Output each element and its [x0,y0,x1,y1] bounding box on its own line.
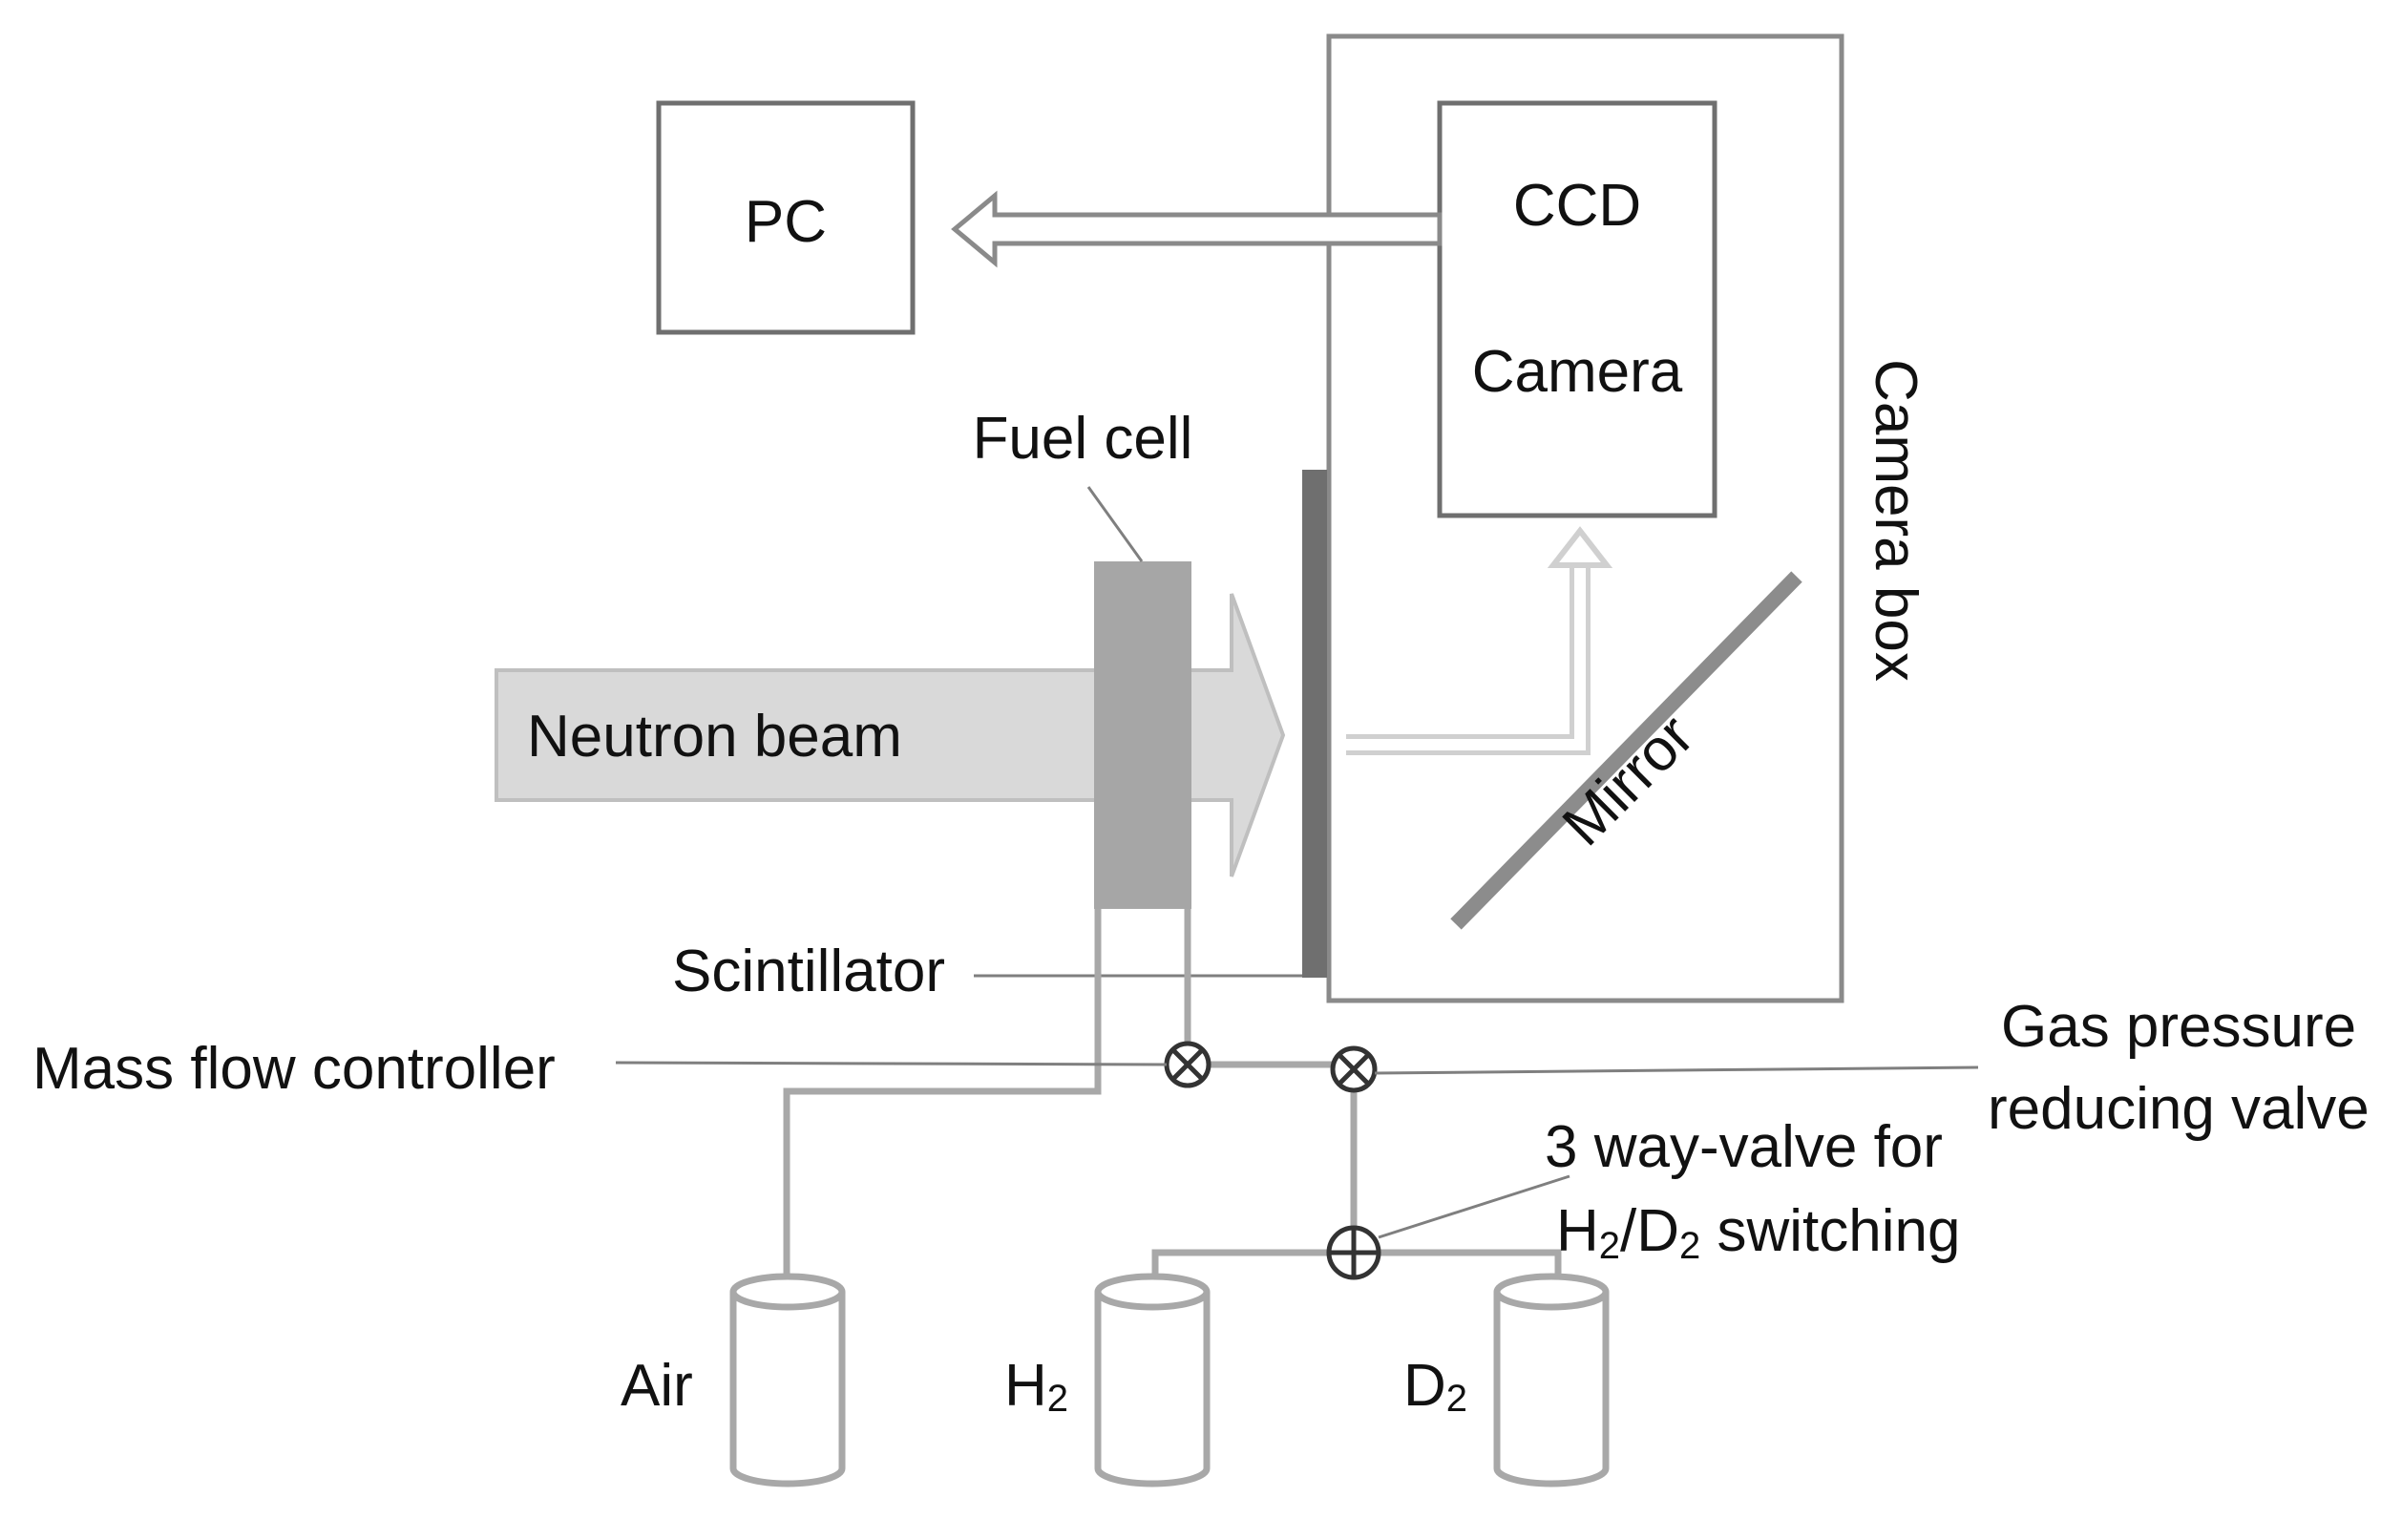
ccd-camera-box [1437,100,1717,518]
camera-box [1326,33,1844,1003]
mass-flow-controller-label: Mass flow controller [32,1036,556,1102]
gas-pressure-leader-line [1374,1065,1979,1075]
air-pipe [783,909,1102,1281]
camera-label: Camera [1472,339,1683,405]
d2-label: D2 [1403,1353,1467,1420]
gas-pressure-label-line1: Gas pressure [2001,994,2356,1060]
light-path-inner [1346,563,1586,750]
fuel-supply-pipe [1184,909,1358,1253]
air-label: Air [621,1353,693,1419]
light-path-arrowhead [1547,526,1613,568]
neutron-beam-label: Neutron beam [527,704,902,770]
h2-cylinder [1094,1273,1211,1487]
three-way-valve-label-line1: 3 way-valve for [1545,1114,1943,1180]
gas-pressure-label-line2: reducing valve [1988,1076,2370,1142]
fuel-cell-leader-line [1086,486,1144,562]
three-way-valve-label-line2: H2/D2 switching [1556,1198,1961,1267]
h2-label: H2 [1004,1353,1068,1420]
d2-cylinder [1493,1273,1610,1487]
mass-flow-controller-valve [1164,1041,1212,1088]
air-cylinder [729,1273,846,1487]
light-path-horizontal [1346,563,1591,755]
gas-pressure-reducing-valve [1330,1045,1378,1093]
camera-box-label: Camera box [1863,359,1928,682]
neutron-beam-arrow [495,593,1286,877]
mirror [1450,571,1802,930]
ccd-label: CCD [1513,173,1641,239]
mass-flow-controller-leader-line [615,1061,1168,1066]
fuel-cell-label: Fuel cell [973,406,1193,472]
scintillator-label: Scintillator [672,939,945,1004]
pc-label: PC [745,189,827,255]
data-transfer-arrow [951,190,1443,268]
three-way-valve [1326,1225,1381,1280]
three-way-valve-leader-line [1378,1174,1570,1239]
scintillator [1302,470,1327,978]
fuel-cell [1094,561,1191,909]
pc-box [656,100,916,335]
